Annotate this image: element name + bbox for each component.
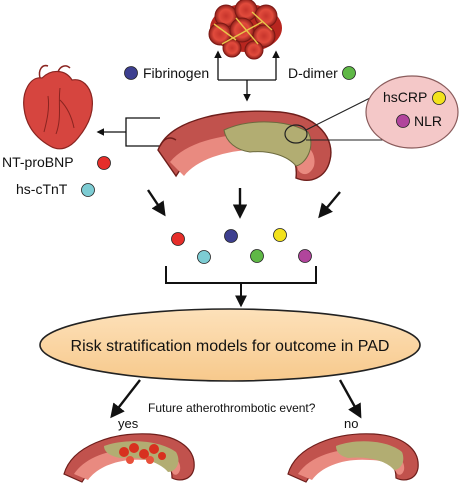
fibrinogen-label: Fibrinogen	[143, 65, 209, 81]
heart-connector	[96, 117, 160, 147]
outcome-arrows	[110, 379, 362, 419]
thrombus-connector	[214, 50, 280, 102]
cluster-hscrp-dot	[273, 228, 287, 242]
cluster-nlr-dot	[298, 249, 312, 263]
cluster-hs-ctnt-dot	[197, 250, 211, 264]
yes-label: yes	[118, 416, 139, 431]
converging-arrows	[147, 188, 341, 219]
artery-plaque-icon	[157, 110, 332, 181]
hscrp-dot	[432, 91, 446, 105]
fibrinogen-dot	[124, 66, 138, 80]
cluster-d-dimer-dot	[250, 249, 264, 263]
artery-stable-icon	[287, 433, 419, 483]
cluster-nt-probnp-dot	[171, 232, 185, 246]
nlr-dot	[396, 114, 410, 128]
d-dimer-label: D-dimer	[288, 65, 338, 81]
d-dimer-dot	[342, 66, 356, 80]
nt-probnp-dot	[97, 156, 111, 170]
model-connector	[165, 266, 317, 308]
hs-ctnt-dot	[81, 183, 95, 197]
no-label: no	[344, 416, 358, 431]
inflammation-bubble	[305, 75, 459, 149]
question-label: Future atherothrombotic event?	[148, 401, 316, 415]
nlr-label: NLR	[414, 113, 442, 129]
artery-with-thrombus-icon	[63, 433, 195, 483]
blood-clot-icon	[208, 0, 282, 60]
hs-ctnt-label: hs-cTnT	[16, 181, 68, 197]
heart-icon	[23, 64, 93, 150]
nt-probnp-label: NT-proBNP	[2, 154, 74, 170]
risk-model-oval	[39, 308, 421, 382]
hscrp-label: hsCRP	[383, 89, 427, 105]
biomarker-cluster	[171, 228, 312, 264]
risk-model-label: Risk stratification models for outcome i…	[71, 338, 390, 355]
cluster-fibrinogen-dot	[224, 229, 238, 243]
